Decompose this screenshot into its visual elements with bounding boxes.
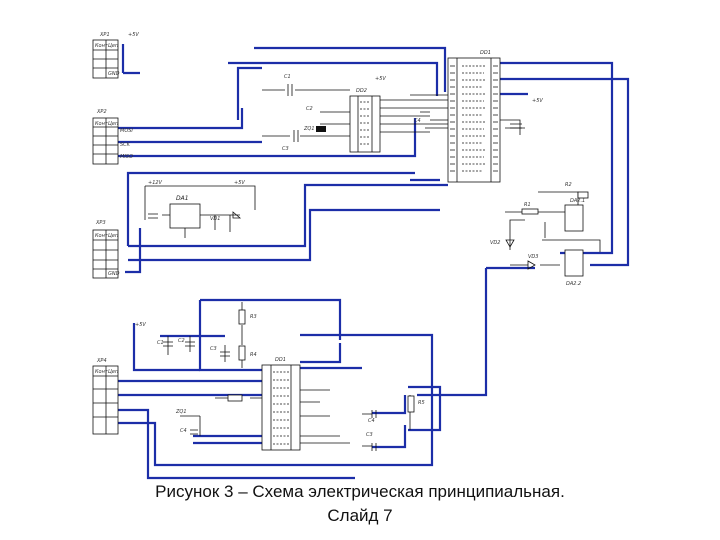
da1-5v-label: +5V bbox=[234, 180, 245, 186]
zq-bottom: ZQ1 C4 bbox=[175, 409, 198, 435]
connector-xp3: XP3 Конт Цеп GND bbox=[92, 220, 120, 279]
ic-dd2: DD2 +5V bbox=[349, 76, 386, 153]
xp2-miso-label: MISO bbox=[120, 154, 133, 160]
signal-lines bbox=[144, 89, 601, 447]
c3-label: C3 bbox=[282, 146, 289, 152]
c2-label: C2 bbox=[306, 106, 313, 112]
vd1-label: VD1 bbox=[210, 216, 220, 222]
xp4-header-cont: Конт bbox=[95, 369, 109, 375]
bottom-zq1-label: ZQ1 bbox=[175, 409, 187, 415]
xp1-header-tsep: Цеп bbox=[108, 43, 119, 49]
dd2-label: DD2 bbox=[356, 88, 367, 94]
bottom-ic-label: DD1 bbox=[275, 357, 286, 363]
wiring bbox=[116, 44, 630, 480]
capacitors-right-bottom: C4 C3 bbox=[366, 410, 377, 451]
opamp-da21: DA2.1 R1 R2 bbox=[521, 182, 589, 232]
xp1-label: XP1 bbox=[99, 32, 110, 38]
bottom-c4-label: C4 bbox=[180, 428, 187, 434]
zq1-label: ZQ1 bbox=[303, 126, 315, 132]
xp2-header-cont: Конт bbox=[95, 121, 109, 127]
vd3-label: VD3 bbox=[528, 254, 538, 260]
r5-label: R5 bbox=[418, 400, 425, 406]
diode-vd3: VD3 bbox=[527, 254, 538, 270]
c1-label: C1 bbox=[284, 74, 291, 80]
resistor-r3: R3 bbox=[238, 309, 257, 325]
xp3-header-cont: Конт bbox=[95, 233, 109, 239]
capacitors-bottom: +5V C1 C2 C3 bbox=[135, 322, 230, 357]
xp2-header-tsep: Цеп bbox=[108, 121, 119, 127]
xp3-header-tsep: Цеп bbox=[108, 233, 119, 239]
bottom-c2-label: C2 bbox=[178, 338, 185, 344]
xp1-header-cont: Конт bbox=[95, 43, 109, 49]
bottom-5v-label: +5V bbox=[135, 322, 146, 328]
right-5v-label: +5V bbox=[532, 98, 543, 104]
xp2-label: XP2 bbox=[96, 109, 107, 115]
r2-label: R2 bbox=[565, 182, 572, 188]
rb-c3-label: C3 bbox=[366, 432, 373, 438]
resistor-r4: R4 bbox=[238, 345, 257, 361]
r1-label: R1 bbox=[524, 202, 531, 208]
da21-label: DA2.1 bbox=[570, 198, 585, 204]
da1-12v-label: +12V bbox=[148, 180, 163, 186]
dd2-5v-label: +5V bbox=[375, 76, 386, 82]
resistor-r5: R5 bbox=[407, 395, 425, 413]
r4-label: R4 bbox=[250, 352, 257, 358]
da1-label: DA1 bbox=[176, 195, 189, 202]
regulator-da1: DA1 +12V +5V VD1 bbox=[148, 180, 245, 229]
vd2-label: VD2 bbox=[490, 240, 500, 246]
ic-bottom: DD1 bbox=[261, 357, 301, 451]
capacitor-right: +5V bbox=[510, 98, 543, 129]
quartz-zq1: ZQ1 bbox=[303, 126, 326, 132]
xp3-gnd-label: GND bbox=[108, 271, 120, 277]
xp2-mosi-label: MOSI bbox=[120, 128, 133, 134]
capacitor-c3: C3 bbox=[282, 130, 299, 152]
r3-label: R3 bbox=[250, 314, 257, 320]
figure-caption: Рисунок 3 – Схема электрическая принципи… bbox=[155, 482, 565, 501]
slide-number: Слайд 7 bbox=[327, 506, 393, 525]
xp3-label: XP3 bbox=[95, 220, 106, 226]
diode-vd2: VD2 bbox=[490, 239, 515, 248]
xp4-label: XP4 bbox=[96, 358, 107, 364]
connector-xp1: XP1 Конт Цеп GND +5V bbox=[92, 32, 139, 79]
c4-label: C4 bbox=[414, 118, 421, 124]
capacitor-c4: C4 bbox=[414, 111, 430, 124]
bottom-c1-label: C1 bbox=[157, 340, 164, 346]
xp2-sck-label: SCK bbox=[120, 142, 131, 148]
xp4-header-tsep: Цеп bbox=[108, 369, 119, 375]
xp1-5v-label: +5V bbox=[128, 32, 139, 38]
opamp-da22: DA2.2 bbox=[564, 249, 584, 287]
bottom-c3-label: C3 bbox=[210, 346, 217, 352]
rb-c4-label: C4 bbox=[368, 418, 375, 424]
capacitor-c2: C2 bbox=[306, 106, 313, 112]
resistor-bottom bbox=[227, 394, 243, 402]
connector-xp4: XP4 Конт Цеп bbox=[92, 358, 119, 435]
da22-label: DA2.2 bbox=[566, 281, 581, 287]
xp1-gnd-label: GND bbox=[108, 71, 120, 77]
ic-dd1: DD1 bbox=[447, 50, 501, 183]
connector-xp2: XP2 Конт Цеп MOSI SCK MISO bbox=[92, 109, 133, 165]
capacitor-c1: C1 bbox=[284, 74, 293, 96]
dd1-label: DD1 bbox=[480, 50, 491, 56]
